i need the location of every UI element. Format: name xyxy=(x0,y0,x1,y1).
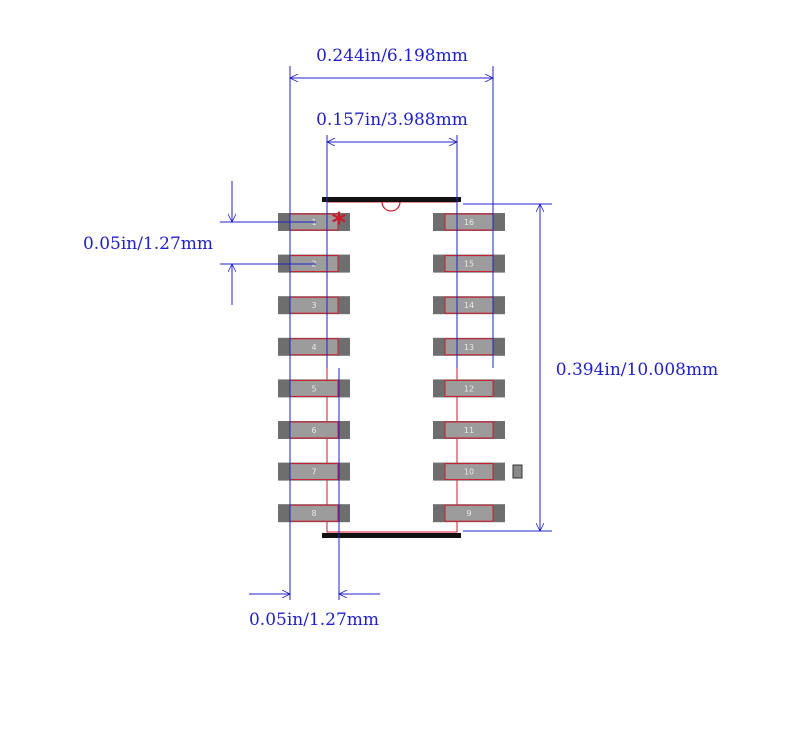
pin1-notch xyxy=(381,201,401,212)
pad-contact xyxy=(445,505,493,522)
pad-contact xyxy=(290,422,338,438)
pin-number: 15 xyxy=(464,260,474,269)
pad-left-7: 7 xyxy=(278,462,350,481)
pin-number: 12 xyxy=(464,384,474,393)
body-top-edge xyxy=(322,197,461,202)
pad-outline xyxy=(444,421,494,439)
pad-contact xyxy=(445,463,493,480)
pitch-vertical-label: 0.05in/1.27mm xyxy=(83,234,213,254)
body-outline-rect xyxy=(326,201,458,533)
pad-contact xyxy=(290,463,338,480)
pin-number: 3 xyxy=(311,301,316,310)
pin-number: 8 xyxy=(311,509,316,518)
pin-number: 14 xyxy=(464,301,474,310)
pin-number: 11 xyxy=(464,426,474,435)
pad-contact xyxy=(290,338,338,355)
pad-right-15: 15 xyxy=(433,254,505,273)
body-outline xyxy=(326,201,458,533)
side-marker xyxy=(512,464,523,479)
pad-left-5: 5 xyxy=(278,379,350,398)
pad-contact xyxy=(290,505,338,522)
pad-outline xyxy=(444,379,494,397)
pad-contact xyxy=(445,380,493,397)
pads-right: 16 15 14 13 12 11 10 9 xyxy=(433,213,505,523)
pad-contact xyxy=(290,297,338,314)
pin-number: 6 xyxy=(311,426,316,435)
pin1-marker: * xyxy=(332,206,347,239)
pad-outline xyxy=(444,504,494,522)
pad-left-8: 8 xyxy=(278,504,350,523)
pad-contact xyxy=(290,380,338,397)
pin-number: 7 xyxy=(311,468,316,477)
pin-number: 13 xyxy=(464,343,474,352)
pin-number: 5 xyxy=(311,384,316,393)
pad-right-14: 14 xyxy=(433,296,505,315)
dimension-lines xyxy=(220,66,552,600)
pad-right-16: 16 xyxy=(433,213,505,231)
overall-width-label: 0.244in/6.198mm xyxy=(316,46,468,66)
pin-number: 4 xyxy=(311,343,316,352)
pin-number: 10 xyxy=(464,468,474,477)
pad-right-13: 13 xyxy=(433,337,505,356)
pad-left-3: 3 xyxy=(278,296,350,315)
pad-right-10: 10 xyxy=(433,462,505,481)
pad-right-12: 12 xyxy=(433,379,505,398)
body-bottom-edge xyxy=(322,533,461,538)
length-label: 0.394in/10.008mm xyxy=(556,360,719,380)
pad-right-11: 11 xyxy=(433,421,505,439)
pitch-bottom-label: 0.05in/1.27mm xyxy=(249,610,379,630)
pad-right-9: 9 xyxy=(433,504,505,523)
pin-number: 16 xyxy=(464,218,474,227)
body-width-label: 0.157in/3.988mm xyxy=(316,110,468,130)
pad-outline xyxy=(444,463,494,481)
pad-left-4: 4 xyxy=(278,337,350,356)
pin-number: 9 xyxy=(466,509,471,518)
pad-left-6: 6 xyxy=(278,421,350,439)
pad-contact xyxy=(445,422,493,438)
